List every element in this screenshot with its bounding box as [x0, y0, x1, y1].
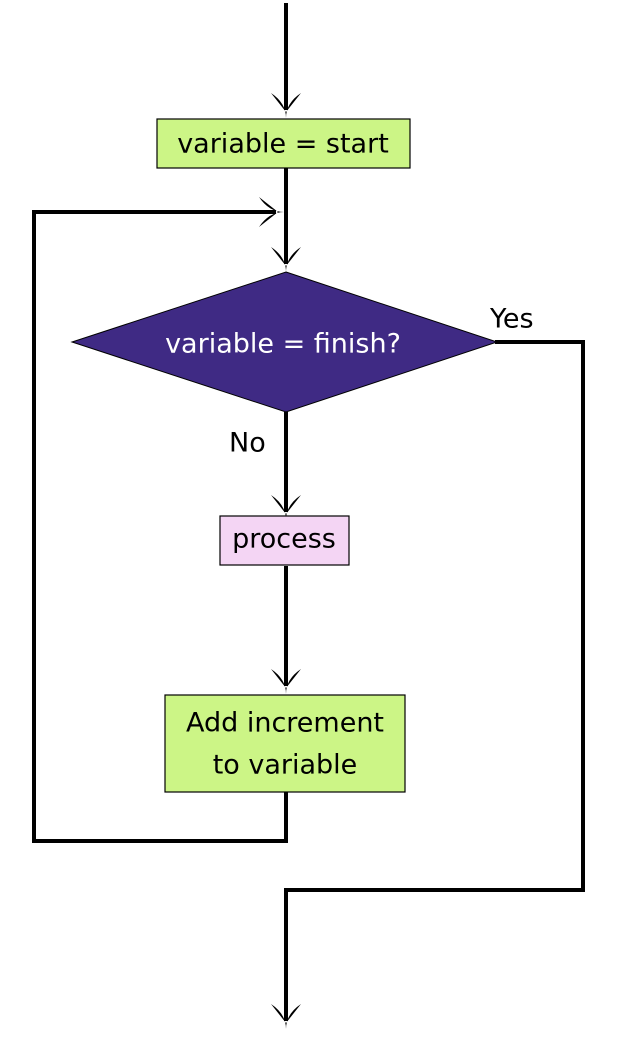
process-arrowhead — [271, 495, 301, 520]
init-node: variable = start — [156, 118, 411, 169]
entry-arrowhead — [271, 93, 301, 118]
increment-label-line1: Add increment — [186, 708, 384, 739]
loop-arrowhead — [259, 197, 284, 227]
yes-branch-label: Yes — [489, 304, 534, 335]
decision-node: variable = finish? — [70, 271, 499, 413]
increment-node: Add increment to variable — [164, 694, 406, 793]
increment-box — [164, 694, 406, 793]
init-label: variable = start — [177, 129, 389, 160]
yes-branch-connector — [284, 340, 585, 1021]
decision-arrowhead — [271, 247, 301, 272]
process-label: process — [232, 524, 336, 555]
no-branch-label: No — [229, 428, 266, 459]
init-box — [156, 118, 411, 169]
increment-label-line2: to variable — [213, 750, 358, 781]
exit-arrowhead — [271, 1004, 301, 1029]
increment-arrowhead — [271, 669, 301, 694]
decision-label: variable = finish? — [165, 329, 401, 360]
process-box — [219, 515, 350, 566]
loop-back-connector — [32, 210, 288, 843]
process-node: process — [219, 515, 350, 566]
decision-diamond — [70, 271, 499, 413]
